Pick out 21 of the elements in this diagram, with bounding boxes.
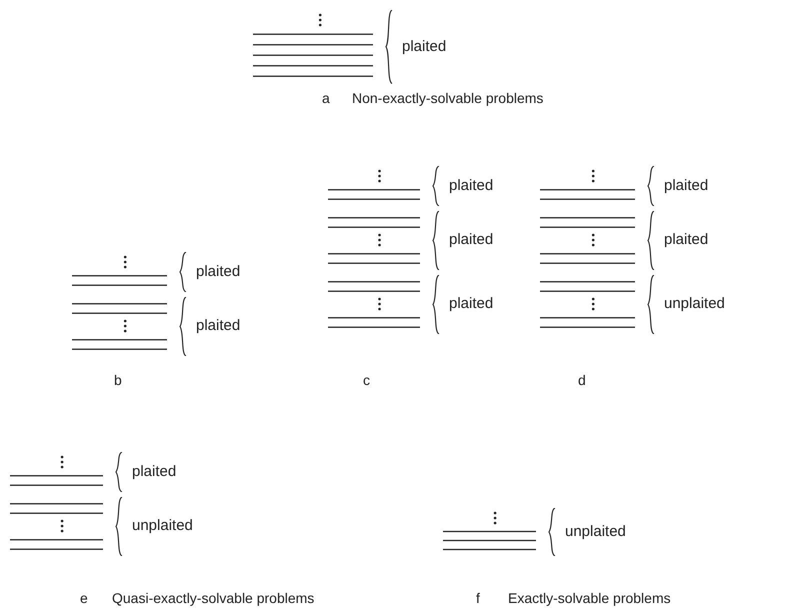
group-label: plaited <box>132 462 176 482</box>
panel-letter: a <box>322 89 330 108</box>
group-label: plaited <box>402 36 446 56</box>
panel-letter: e <box>80 589 88 608</box>
group-label: plaited <box>196 262 240 282</box>
panel-caption: Quasi-exactly-solvable problems <box>112 589 314 608</box>
panel-letter: c <box>363 371 370 390</box>
group-label: plaited <box>449 176 494 196</box>
group-label: plaited <box>449 230 494 250</box>
group-label: plaited <box>664 230 708 250</box>
panel-letter: d <box>578 371 586 390</box>
group-label: plaited <box>664 176 708 196</box>
group-label: plaited <box>449 294 494 314</box>
panel-letter: b <box>114 371 122 390</box>
panel-letter: f <box>476 589 480 608</box>
group-label: unplaited <box>565 522 626 542</box>
group-label: plaited <box>196 316 240 336</box>
panel-caption: Non-exactly-solvable problems <box>352 89 544 108</box>
group-label: unplaited <box>664 294 725 314</box>
panel-caption: Exactly-solvable problems <box>508 589 671 608</box>
group-label: unplaited <box>132 516 193 536</box>
